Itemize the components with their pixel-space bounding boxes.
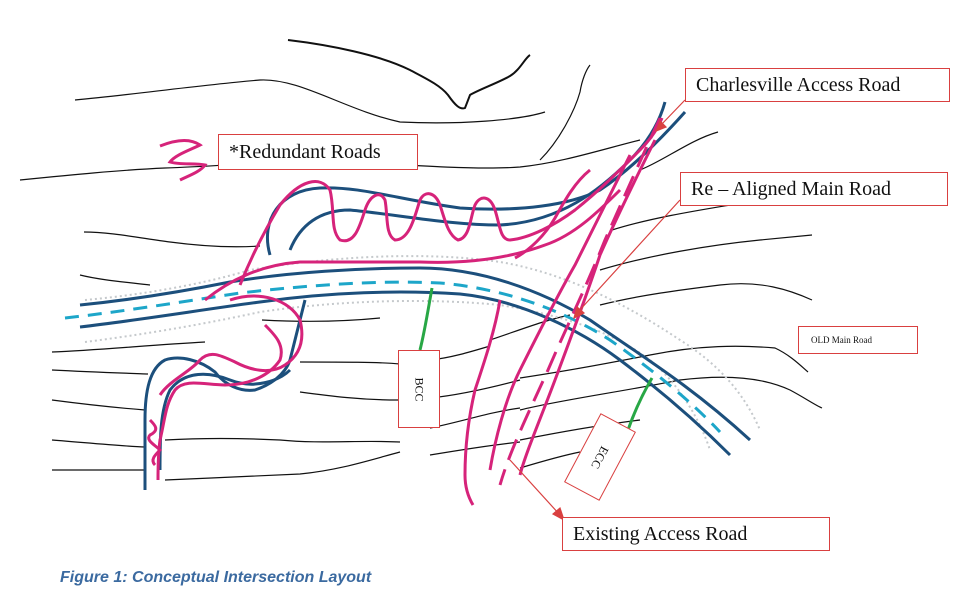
contour-line [489,314,571,341]
contour-line [599,234,813,271]
contour-line [429,441,521,456]
old-road-corridor [84,255,761,451]
contour-line [599,283,813,306]
old-road-edge [84,299,711,451]
contour-line [51,399,146,411]
access-road-north-a [288,101,667,251]
bcc-marker-line [418,287,434,351]
redundant-road-waves [238,117,664,286]
ridge-line [287,39,531,110]
redundant-squiggle-legend [159,139,208,182]
bcc-text: BCC [412,376,427,402]
access-road-north-b [265,111,687,256]
redundant-road-sw-zigzag [147,418,163,467]
redundant-road-west [158,294,304,396]
contour-line [519,451,581,469]
contour-line [539,64,591,161]
label-realigned-main-road: Re – Aligned Main Road [680,172,948,206]
existing-leader [509,459,561,516]
charlesville-arrowhead [654,119,668,133]
label-redundant-roads: *Redundant Roads [218,134,418,170]
contour-line [51,341,206,353]
contour-line [299,391,399,401]
contour-line [164,437,401,443]
label-old-main-road: OLD Main Road [798,326,918,354]
contour-lines [19,39,823,481]
label-bcc: BCC [398,350,440,428]
realigned-road-west-edge [488,154,632,471]
label-existing-access-road: Existing Access Road [562,517,830,551]
charlesville-leader [659,99,686,127]
contour-line [639,131,719,171]
realigned-main-road-centerline [498,117,662,486]
redundant-road-south [514,168,591,260]
redundant-roads [147,117,664,506]
label-charlesville-access-road: Charlesville Access Road [685,68,950,102]
contour-line [519,345,809,379]
contour-line [79,274,151,286]
redundant-road-southwest [156,323,283,481]
realigned-arrowhead [573,305,586,320]
redundant-road-upper [204,188,622,302]
contour-line [51,439,146,448]
ecc-text: ECC [588,443,613,471]
ecc-marker-line [626,377,654,431]
contour-line [74,79,546,124]
contour-line [429,407,521,429]
contour-line [261,317,381,322]
figure-caption: Figure 1: Conceptual Intersection Layout [60,569,372,586]
old-road-edge [84,255,761,431]
annotation-arrows [509,99,686,522]
main-road-upper-edge [79,266,752,442]
contour-line [164,451,401,481]
chainage-markers [418,287,654,431]
contour-line [51,369,149,375]
realigned-road-east-edge [518,139,657,476]
existing-access-road-west [463,299,502,506]
contour-line [299,361,401,365]
contour-line [519,376,823,411]
existing-arrowhead [551,506,566,522]
contour-line [83,231,261,248]
old-main-road-centerline [64,280,722,434]
realigned-leader [577,199,681,313]
